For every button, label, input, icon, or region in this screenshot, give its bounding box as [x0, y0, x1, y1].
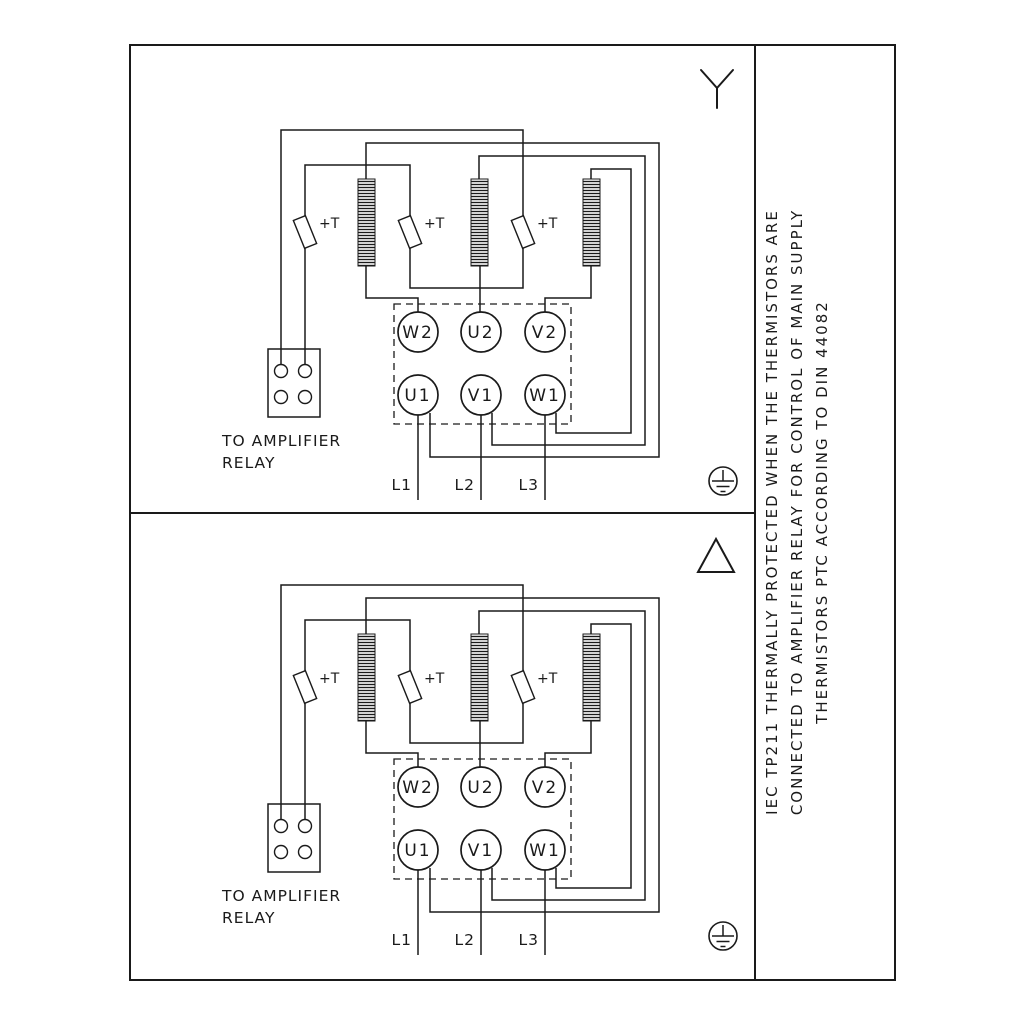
terminal-V1 — [460, 829, 502, 871]
terminal-W1 — [524, 374, 566, 416]
ground-circle — [708, 466, 738, 496]
supply-line-label: L2 — [455, 931, 476, 949]
relay-pin — [297, 818, 313, 834]
relay-pin — [273, 389, 289, 405]
motor-winding-coil — [470, 633, 489, 722]
terminal-label: V2 — [532, 778, 558, 798]
terminal-W1 — [524, 829, 566, 871]
motor-winding-coil — [582, 178, 601, 267]
thermistor-label: +T — [424, 671, 445, 687]
terminal-label: W1 — [529, 386, 561, 406]
thermistor-label: +T — [537, 671, 558, 687]
motor-winding-coil — [582, 633, 601, 722]
supply-line-label: L1 — [392, 931, 413, 949]
terminal-label: U2 — [467, 778, 494, 798]
terminal-V2 — [524, 311, 566, 353]
thermistor-icon — [292, 669, 318, 705]
supply-line-label: L3 — [519, 476, 540, 494]
ground-bars — [712, 470, 734, 493]
relay-pin — [273, 818, 289, 834]
relay-pin — [297, 389, 313, 405]
winding2-return-wire — [478, 610, 646, 901]
supply-line-label: L3 — [519, 931, 540, 949]
terminal-W2 — [397, 311, 439, 353]
relay-caption-line1: TO AMPLIFIER — [221, 887, 341, 905]
terminal-label: V1 — [468, 841, 494, 861]
winding1-terminal-wire — [365, 721, 419, 769]
terminal-label: U1 — [404, 386, 431, 406]
terminal-label: W2 — [402, 323, 434, 343]
sidebar-note-line3: THERMISTORS PTC ACCORDING TO DIN 44082 — [813, 300, 831, 725]
thermistor-icon — [510, 669, 536, 705]
thermistor-chain-wire — [280, 584, 524, 821]
thermistor-label: +T — [319, 216, 340, 232]
terminal-block — [393, 758, 572, 880]
relay-pin — [297, 844, 313, 860]
terminal-U2 — [460, 766, 502, 808]
winding3-return-wire — [555, 623, 632, 889]
supply-line-label: L2 — [455, 476, 476, 494]
ground-circle — [708, 921, 738, 951]
thermistor-icon — [510, 214, 536, 250]
relay-pin — [297, 363, 313, 379]
earth-ground-icon — [708, 466, 738, 496]
supply-line-label: L1 — [392, 476, 413, 494]
terminal-V1 — [460, 374, 502, 416]
supply-wires — [417, 868, 546, 955]
winding1-return-wire — [365, 597, 660, 913]
terminal-block — [393, 303, 572, 425]
star-connection-icon — [700, 69, 734, 109]
relay-connector-box — [267, 803, 321, 873]
thermistor-icon — [397, 214, 423, 250]
terminal-label: W1 — [529, 841, 561, 861]
terminal-label: U2 — [467, 323, 494, 343]
ground-bars — [712, 925, 734, 948]
terminal-U2 — [460, 311, 502, 353]
delta-connection-icon — [696, 536, 736, 573]
relay-caption-line2: RELAY — [222, 909, 275, 927]
winding1-return-wire — [365, 142, 660, 458]
winding3-terminal-wire — [544, 721, 592, 769]
motor-winding-coil — [357, 178, 376, 267]
panel-star: +T +T +T W2 U2 V2 U1 V1 W1 L1 L2 L3 TO A… — [221, 69, 738, 500]
terminal-label: W2 — [402, 778, 434, 798]
sidebar-note: IEC TP211 THERMALLY PROTECTED WHEN THE T… — [763, 209, 831, 815]
thermistor-label: +T — [424, 216, 445, 232]
thermistor-chain-wire — [280, 129, 524, 366]
winding1-terminal-wire — [365, 266, 419, 314]
winding3-return-wire — [555, 168, 632, 434]
motor-winding-coil — [470, 178, 489, 267]
terminal-W2 — [397, 766, 439, 808]
terminal-label: V2 — [532, 323, 558, 343]
diagram-frame — [129, 44, 896, 981]
terminal-U1 — [397, 374, 439, 416]
earth-ground-icon — [708, 921, 738, 951]
thermistor-icon — [397, 669, 423, 705]
terminal-V2 — [524, 766, 566, 808]
terminal-label: U1 — [404, 841, 431, 861]
relay-pin — [273, 844, 289, 860]
relay-connector-box — [267, 348, 321, 418]
thermistor-label: +T — [319, 671, 340, 687]
relay-caption-line1: TO AMPLIFIER — [221, 432, 341, 450]
winding3-terminal-wire — [544, 266, 592, 314]
thermistor-icon — [292, 214, 318, 250]
supply-wires — [417, 413, 546, 500]
relay-caption-line2: RELAY — [222, 454, 275, 472]
sidebar-note-line2: CONNECTED TO AMPLIFIER RELAY FOR CONTROL… — [788, 209, 806, 815]
thermistor-label: +T — [537, 216, 558, 232]
motor-winding-coil — [357, 633, 376, 722]
terminal-label: V1 — [468, 386, 494, 406]
sidebar-note-line1: IEC TP211 THERMALLY PROTECTED WHEN THE T… — [763, 209, 781, 815]
winding2-return-wire — [478, 155, 646, 446]
terminal-U1 — [397, 829, 439, 871]
relay-pin — [273, 363, 289, 379]
panel-delta: +T +T +T W2 U2 V2 U1 V1 W1 L1 L2 L3 TO A… — [221, 536, 738, 955]
